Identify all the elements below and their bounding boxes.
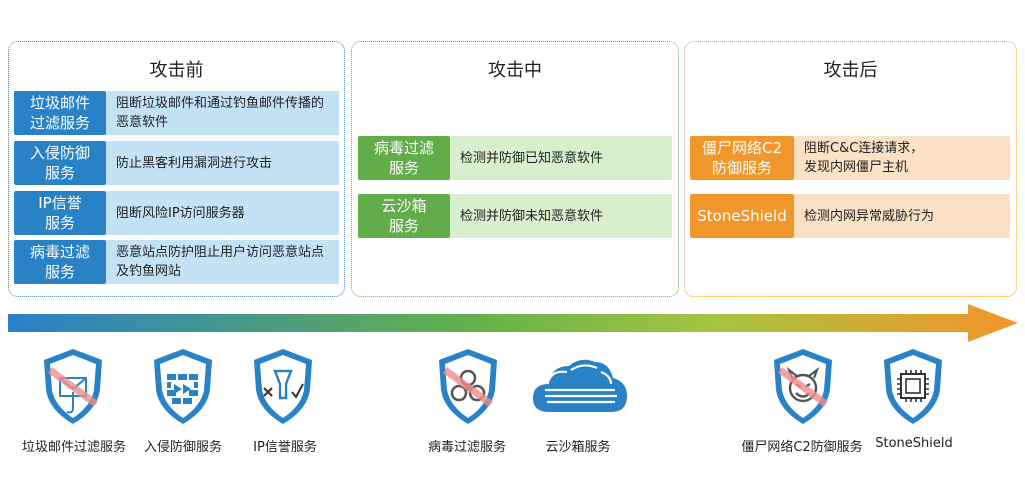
service-desc: 检测内网异常威胁行为 [794,194,1010,238]
service-desc: 阻断风险IP访问服务器 [106,191,339,235]
ip-reputation-shield-icon [254,349,312,424]
service-row: 病毒过滤 服务 检测并防御已知恶意软件 [358,136,672,180]
service-tag: 入侵防御 服务 [14,141,106,185]
firewall-shield-icon [154,349,212,424]
service-tag: 垃圾邮件 过滤服务 [14,91,106,135]
service-row: StoneShield 检测内网异常威胁行为 [690,194,1010,238]
icon-label: 僵尸网络C2防御服务 [741,440,863,455]
service-tag: 僵尸网络C2 防御服务 [690,136,794,180]
service-tag: 病毒过滤 服务 [14,240,106,284]
icon-label: 云沙箱服务 [545,440,611,455]
chip-shield-icon [884,349,942,424]
icon-label: IP信誉服务 [253,440,317,455]
service-row: IP信誉 服务 阻断风险IP访问服务器 [14,191,339,235]
service-row: 云沙箱 服务 检测并防御未知恶意软件 [358,194,672,238]
service-row: 病毒过滤 服务 恶意站点防护阻止用户访问恶意站点及钓鱼网站 [14,240,339,284]
spam-mail-shield-icon [44,349,102,424]
phase-title: 攻击后 [823,60,878,81]
service-tag: 病毒过滤 服务 [358,136,450,180]
service-desc: 检测并防御已知恶意软件 [450,136,672,180]
service-desc: 检测并防御未知恶意软件 [450,194,672,238]
phase-panel-before: 攻击前 [8,41,345,297]
service-tag: 云沙箱 服务 [358,194,450,238]
icon-label: 病毒过滤服务 [427,440,507,455]
cloud-icon [533,359,627,412]
devil-shield-icon [774,349,832,424]
icon-label: 垃圾邮件过滤服务 [21,440,127,455]
phase-title: 攻击中 [488,60,542,81]
biohazard-shield-icon [439,349,497,424]
phase-panel-during: 攻击中 [351,41,679,297]
phase-panel-after: 攻击后 [684,41,1017,297]
service-row: 僵尸网络C2 防御服务 阻断C&C连接请求， 发现内网僵尸主机 [690,136,1010,180]
phase-title: 攻击前 [149,60,204,81]
service-tag: IP信誉 服务 [14,191,106,235]
service-desc: 恶意站点防护阻止用户访问恶意站点及钓鱼网站 [106,240,339,284]
icon-label: 入侵防御服务 [143,440,223,455]
icon-label: StoneShield [875,436,953,451]
service-desc: 阻断C&C连接请求， 发现内网僵尸主机 [794,136,1010,180]
timeline-arrow [8,304,1018,342]
service-row: 垃圾邮件 过滤服务 阻断垃圾邮件和通过钓鱼邮件传播的恶意软件 [14,91,339,135]
service-desc: 阻断垃圾邮件和通过钓鱼邮件传播的恶意软件 [106,91,339,135]
service-desc: 防止黑客利用漏洞进行攻击 [106,141,339,185]
service-row: 入侵防御 服务 防止黑客利用漏洞进行攻击 [14,141,339,185]
service-tag: StoneShield [690,194,794,238]
